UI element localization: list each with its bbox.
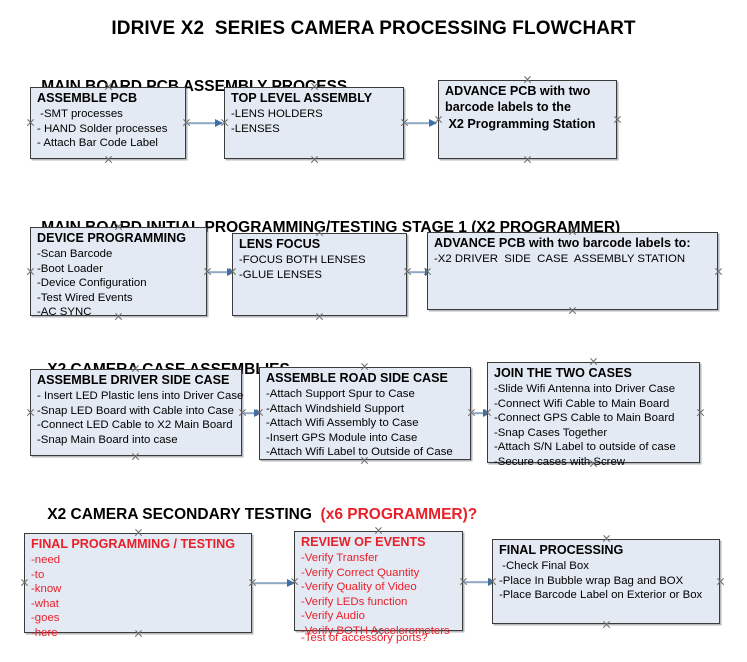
arrow-shaft — [244, 412, 261, 414]
node-line: -Attach Support Spur to Case — [266, 388, 415, 401]
node-review-of-events[interactable]: REVIEW OF EVENTS -Verify Transfer -Verif… — [294, 531, 463, 644]
arrow-head-icon — [227, 268, 235, 276]
node-line: - HAND Solder processes — [37, 122, 168, 135]
node-assemble-pcb[interactable]: ASSEMBLE PCB -SMT processes - HAND Solde… — [30, 87, 186, 159]
node-title: ADVANCE PCB with two — [445, 84, 591, 98]
arrow-shaft — [473, 412, 490, 414]
arrow-shaft — [409, 271, 432, 273]
arrow-shaft — [188, 122, 222, 124]
arrow-shaft — [406, 122, 436, 124]
node-title: TOP LEVEL ASSEMBLY — [231, 91, 373, 105]
node-line: -SMT processes — [37, 108, 123, 121]
node-line: -FOCUS BOTH LENSES — [239, 254, 366, 267]
section-heading-text: X2 CAMERA SECONDARY TESTING — [47, 506, 321, 523]
node-line: -Snap LED Board with Cable into Case — [37, 404, 234, 417]
arrow-review-of-events-to-final-processing — [465, 577, 496, 587]
node-top-level-assembly[interactable]: TOP LEVEL ASSEMBLY -LENS HOLDERS -LENSES — [224, 87, 404, 159]
node-line: -Snap Main Board into case — [37, 433, 178, 446]
node-join-the-two-cases[interactable]: JOIN THE TWO CASES -Slide Wifi Antenna i… — [487, 362, 700, 468]
node-line: -Insert GPS Module into Case — [266, 431, 418, 444]
node-line: -need — [31, 554, 61, 567]
node-line: -Attach Wifi Label to Outside of Case — [266, 446, 453, 459]
node-title: JOIN THE TWO CASES — [494, 366, 632, 380]
node-lens-focus[interactable]: LENS FOCUS -FOCUS BOTH LENSES -GLUE LENS… — [232, 233, 407, 316]
node-title: ASSEMBLE ROAD SIDE CASE — [266, 371, 448, 385]
node-line: -Attach Windshield Support — [266, 402, 405, 415]
node-line: -Attach Wifi Assembly to Case — [266, 417, 419, 430]
node-overflow-line: -Test of accessory ports? — [301, 632, 428, 644]
node-line: -X2 DRIVER SIDE CASE ASSEMBLY STATION — [434, 253, 686, 266]
node-line: X2 Programming Station — [445, 116, 596, 131]
node-line: -Verify Correct Quantity — [301, 566, 420, 579]
arrow-shaft — [254, 582, 294, 584]
section-heading-accent: (x6 PROGRAMMER)? — [320, 506, 478, 523]
node-line: -Verify LEDs function — [301, 595, 408, 608]
arrow-head-icon — [287, 579, 295, 587]
arrow-shaft — [209, 271, 234, 273]
section-heading-x2-camera-secondary-testing: X2 CAMERA SECONDARY TESTING (x6 PROGRAMM… — [30, 488, 477, 542]
node-title: ASSEMBLE PCB — [37, 91, 138, 105]
node-line: -Check Final Box — [499, 560, 589, 573]
node-line: -Device Configuration — [37, 277, 147, 290]
node-assemble-road-side-case[interactable]: ASSEMBLE ROAD SIDE CASE -Attach Support … — [259, 367, 471, 460]
node-title: LENS FOCUS — [239, 237, 321, 251]
node-line: -LENSES — [231, 122, 280, 135]
arrow-head-icon — [429, 119, 437, 127]
node-final-processing[interactable]: FINAL PROCESSING -Check Final Box -Place… — [492, 539, 720, 624]
node-line: -Secure cases with Screw — [494, 455, 626, 468]
node-line: -Snap Cases Together — [494, 426, 608, 439]
node-line: -Verify Quality of Video — [301, 581, 417, 594]
node-line: -Slide Wifi Antenna into Driver Case — [494, 383, 676, 396]
node-line: -Place In Bubble wrap Bag and BOX — [499, 574, 684, 587]
arrow-driver-side-to-road-side — [244, 408, 262, 418]
node-assemble-driver-side-case[interactable]: ASSEMBLE DRIVER SIDE CASE - Insert LED P… — [30, 369, 244, 456]
node-line: -know — [31, 583, 62, 596]
arrow-head-icon — [254, 409, 262, 417]
node-advance-pcb-to-x2-programming-station[interactable]: ADVANCE PCB with two barcode labels to t… — [438, 80, 617, 159]
arrow-shaft — [465, 581, 495, 583]
node-line: -to — [31, 568, 45, 581]
node-title: FINAL PROGRAMMING / TESTING — [31, 537, 236, 551]
node-line: - Attach Bar Code Label — [37, 137, 158, 150]
page-title: IDRIVE X2 SERIES CAMERA PROCESSING FLOWC… — [111, 18, 636, 39]
node-title: ASSEMBLE DRIVER SIDE CASE — [37, 373, 230, 387]
node-line: -goes — [31, 612, 60, 625]
node-line: -GLUE LENSES — [239, 268, 322, 281]
node-line: -AC SYNC — [37, 306, 92, 319]
node-line: -Verify BOTH Accelerometers — [301, 624, 450, 637]
node-title: FINAL PROCESSING — [499, 543, 624, 557]
node-line: -here — [31, 626, 58, 639]
arrow-final-programming-to-review-of-events — [254, 578, 295, 588]
node-line: -Verify Audio — [301, 610, 365, 623]
node-line: -Boot Loader — [37, 262, 103, 275]
node-line: -Connect LED Cable to X2 Main Board — [37, 419, 233, 432]
node-line: -Place Barcode Label on Exterior or Box — [499, 589, 703, 602]
node-title: DEVICE PROGRAMMING — [37, 231, 187, 245]
node-line: barcode labels to the — [445, 100, 571, 115]
node-line: -Test Wired Events — [37, 291, 133, 304]
node-advance-pcb-to-driver-side-case-station[interactable]: ADVANCE PCB with two barcode labels to: … — [427, 232, 718, 310]
node-line: - Insert LED Plastic lens into Driver Ca… — [37, 390, 244, 403]
node-line: -Verify Transfer — [301, 552, 379, 565]
arrow-head-icon — [215, 119, 223, 127]
arrow-top-level-assembly-to-advance-pcb — [406, 118, 437, 128]
node-line: -LENS HOLDERS — [231, 108, 323, 121]
node-line: -Connect Wifi Cable to Main Board — [494, 397, 670, 410]
arrow-device-programming-to-lens-focus — [209, 267, 235, 277]
arrow-assemble-pcb-to-top-level-assembly — [188, 118, 223, 128]
node-line: -what — [31, 597, 59, 610]
node-final-programming-testing[interactable]: FINAL PROGRAMMING / TESTING -need -to -k… — [24, 533, 252, 639]
node-device-programming[interactable]: DEVICE PROGRAMMING -Scan Barcode -Boot L… — [30, 227, 207, 319]
node-title: ADVANCE PCB with two barcode labels to: — [434, 236, 691, 250]
node-line: -Connect GPS Cable to Main Board — [494, 412, 675, 425]
node-line: -Scan Barcode — [37, 248, 113, 261]
node-title: REVIEW OF EVENTS — [301, 535, 426, 549]
node-line: -Attach S/N Label to outside of case — [494, 441, 676, 454]
